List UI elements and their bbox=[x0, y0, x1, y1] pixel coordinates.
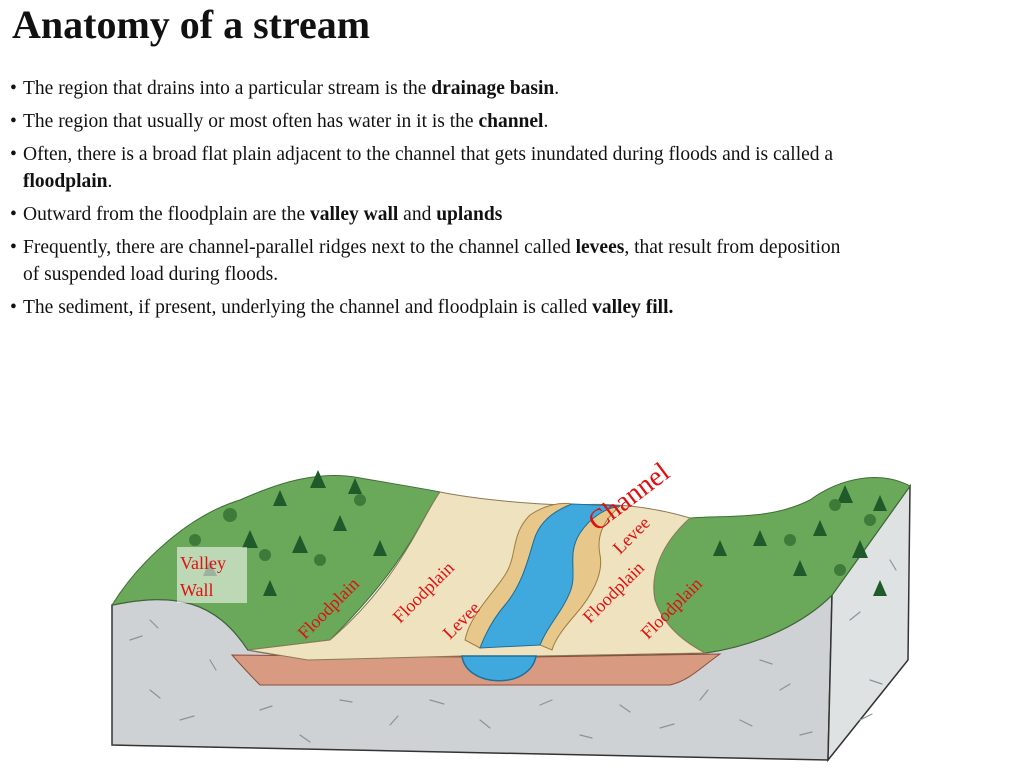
shrubs bbox=[189, 494, 876, 576]
bullet-valley-fill: The sediment, if present, underlying the… bbox=[10, 294, 850, 321]
stream-valley-diagram: Valley Wall Channel Levee Levee Floodpla… bbox=[110, 457, 911, 763]
bullet-channel: The region that usually or most often ha… bbox=[10, 108, 850, 135]
river-channel-water bbox=[479, 503, 621, 649]
bullet-levees: Frequently, there are channel-parallel r… bbox=[10, 234, 850, 288]
page-title: Anatomy of a stream bbox=[12, 2, 371, 47]
valley-wall-label-bg bbox=[177, 547, 247, 603]
valley-wall-label-line1: Valley bbox=[180, 553, 226, 573]
river-channel-section bbox=[461, 655, 537, 682]
bullet-list: The region that drains into a particular… bbox=[10, 75, 850, 327]
bullet-drainage-basin: The region that drains into a particular… bbox=[10, 75, 850, 102]
bedrock-texture bbox=[129, 559, 897, 743]
valley-wall-label-line2: Wall bbox=[180, 580, 214, 600]
bullet-floodplain: Often, there is a broad flat plain adjac… bbox=[10, 141, 850, 195]
bullet-valley-wall-uplands: Outward from the floodplain are the vall… bbox=[10, 201, 850, 228]
left-upland bbox=[110, 475, 441, 651]
trees bbox=[203, 470, 887, 596]
